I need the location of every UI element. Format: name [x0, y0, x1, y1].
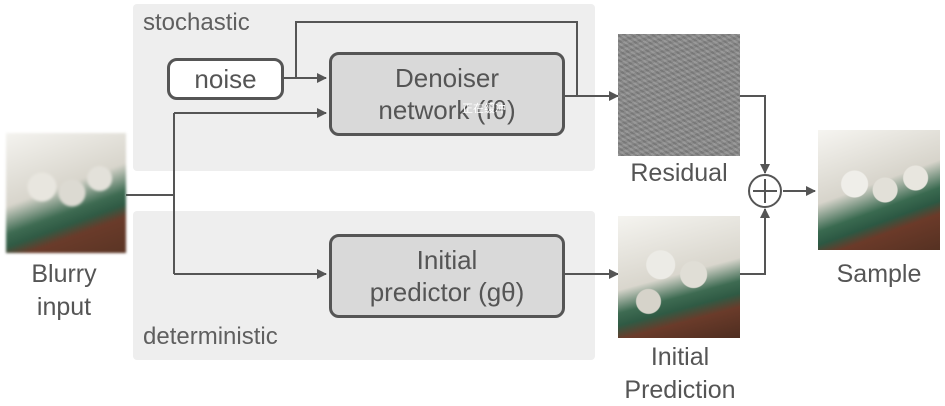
initial-predictor-box: Initial predictor (gθ)	[329, 234, 565, 318]
blurry-input-caption: Blurry input	[6, 258, 122, 323]
initial-predictor-subtitle: predictor (gθ)	[369, 277, 525, 307]
blurry-input-caption-line1: Blurry	[31, 260, 97, 288]
noise-box: noise	[167, 58, 284, 100]
initial-prediction-caption-line1: Initial	[650, 343, 710, 371]
plus-icon	[748, 174, 782, 208]
initial-prediction-caption-line2: Prediction	[624, 375, 736, 404]
blurry-input-caption-line2: input	[36, 292, 92, 321]
denoiser-network-box: Denoiser network (fθ)	[329, 52, 565, 136]
residual-caption: Residual	[630, 159, 728, 187]
buffering-overlay-text: 正在缓冲	[462, 102, 506, 115]
initial-prediction-caption: Initial Prediction	[600, 341, 760, 406]
blurry-input-image	[6, 133, 126, 253]
denoiser-subtitle: network (fθ)	[378, 95, 516, 125]
initial-predictor-title: Initial	[416, 244, 478, 275]
noise-label: noise	[194, 63, 257, 94]
sample-image	[818, 130, 940, 250]
denoiser-title: Denoiser	[394, 62, 500, 93]
sample-caption: Sample	[836, 260, 922, 288]
stochastic-label: stochastic	[143, 9, 250, 36]
initial-prediction-image	[618, 216, 740, 338]
deterministic-label: deterministic	[143, 323, 278, 350]
residual-image	[618, 34, 740, 156]
